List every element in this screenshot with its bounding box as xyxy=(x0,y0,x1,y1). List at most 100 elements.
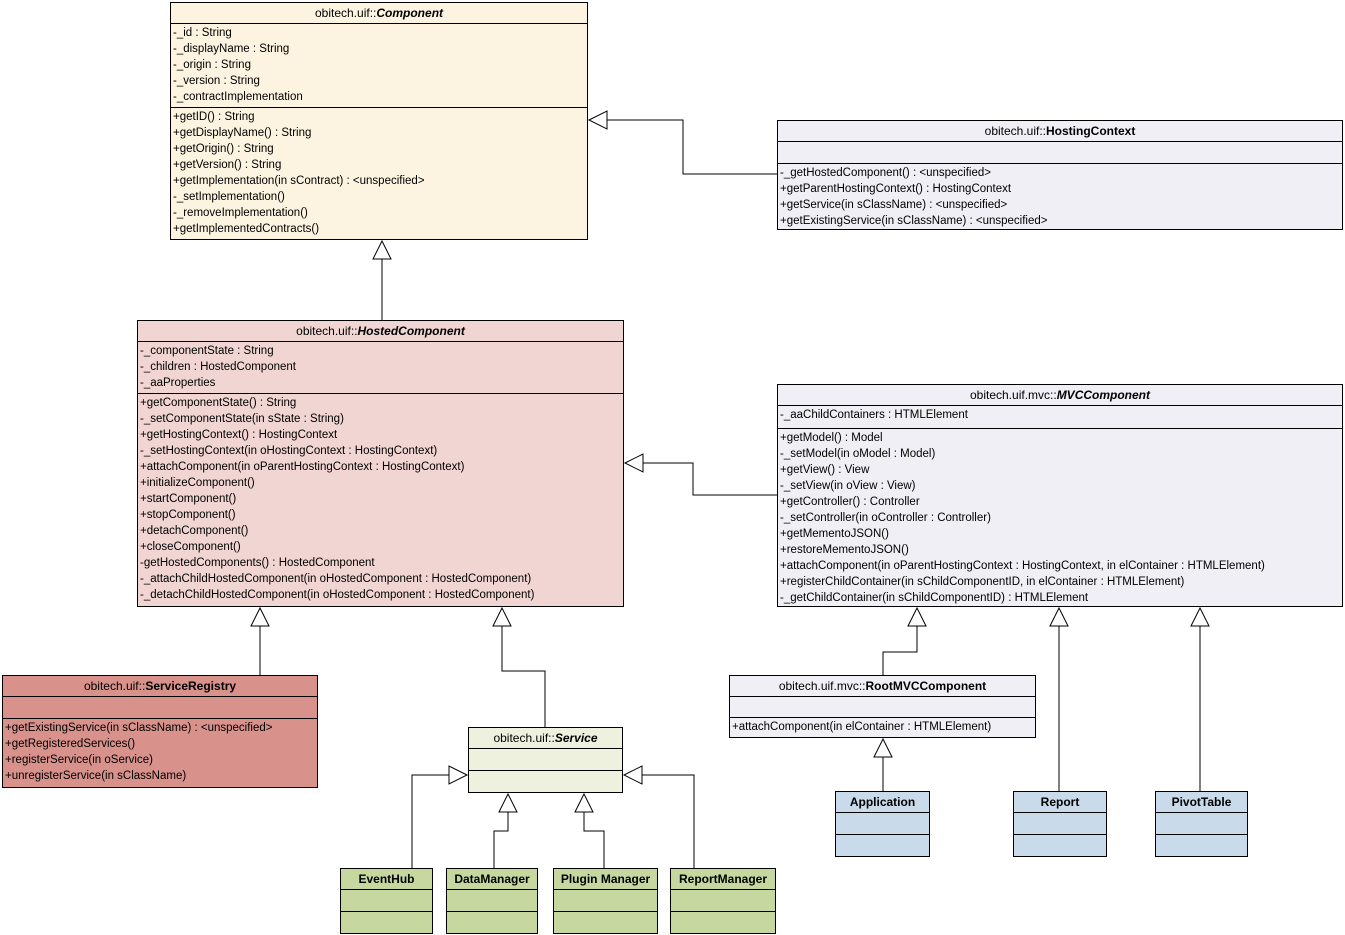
member-row: -_getChildContainer(in sChildComponentID… xyxy=(780,592,1089,604)
edge-eventhub-service xyxy=(411,774,449,868)
member-row: +getExistingService(in sClassName) : <un… xyxy=(780,215,1048,227)
member-row: +startComponent() xyxy=(140,493,237,505)
member-row: +getImplementedContracts() xyxy=(173,223,320,235)
class-methods xyxy=(341,912,432,933)
member-row: +initializeComponent() xyxy=(140,477,255,489)
class-name: MVCComponent xyxy=(1056,388,1151,402)
class-reportmanager[interactable]: ReportManager xyxy=(670,868,776,934)
member-row: -_setView(in oView : View) xyxy=(780,480,916,492)
member-row: +getHostingContext() : HostingContext xyxy=(140,429,338,441)
class-title: DataManager xyxy=(447,869,537,890)
class-name: EventHub xyxy=(358,872,415,886)
class-report[interactable]: Report xyxy=(1013,791,1107,857)
class-methods: +attachComponent(in elContainer : HTMLEl… xyxy=(730,718,1035,737)
class-name: Application xyxy=(849,795,916,809)
member-row: -_displayName : String xyxy=(173,43,290,55)
member-row: +getOrigin() : String xyxy=(173,143,274,155)
class-attributes xyxy=(671,890,775,912)
member-row: +unregisterService(in sClassName) xyxy=(5,770,187,782)
class-attributes xyxy=(836,813,929,835)
class-serviceregistry[interactable]: obitech.uif::ServiceRegistry +getExistin… xyxy=(2,675,318,788)
member-row: +stopComponent() xyxy=(140,509,236,521)
member-row: +detachComponent() xyxy=(140,525,249,537)
class-name: Service xyxy=(554,731,598,745)
class-hostedcomponent[interactable]: obitech.uif::HostedComponent -_component… xyxy=(137,320,624,607)
class-title: obitech.uif::HostingContext xyxy=(778,121,1342,142)
member-row: -_setModel(in oModel : Model) xyxy=(780,448,936,460)
member-row: +getParentHostingContext() : HostingCont… xyxy=(780,183,1012,195)
edge-datamanager-service xyxy=(493,812,509,868)
edge-service-hostedcomponent xyxy=(501,626,546,727)
generalization-arrow-icon xyxy=(372,239,392,260)
class-rootmvccomponent[interactable]: obitech.uif.mvc::RootMVCComponent +attac… xyxy=(729,675,1036,738)
generalization-arrow-icon xyxy=(623,453,644,473)
class-application[interactable]: Application xyxy=(835,791,930,857)
member-row: -_id : String xyxy=(173,27,232,39)
class-attributes xyxy=(730,697,1035,718)
generalization-arrow-icon xyxy=(250,606,270,627)
class-datamanager[interactable]: DataManager xyxy=(446,868,538,934)
class-title: Plugin Manager xyxy=(554,869,657,890)
class-title: obitech.uif.mvc::RootMVCComponent xyxy=(730,676,1035,697)
edge-rootmvc-mvccomponent xyxy=(882,626,918,675)
class-component[interactable]: obitech.uif::Component -_id : String-_di… xyxy=(170,2,588,240)
class-name: HostedComponent xyxy=(357,324,465,338)
member-row: -_aaChildContainers : HTMLElement xyxy=(780,409,968,421)
member-row: -_children : HostedComponent xyxy=(140,361,296,373)
edge-mvccomponent-hostedcomponent xyxy=(643,462,777,496)
member-row: -getHostedComponents() : HostedComponent xyxy=(140,557,375,569)
class-methods xyxy=(447,912,537,933)
class-attributes: -_aaChildContainers : HTMLElement xyxy=(778,406,1342,429)
member-row: +getModel() : Model xyxy=(780,432,883,444)
class-package: obitech.uif.mvc:: xyxy=(778,679,866,693)
class-mvccomponent[interactable]: obitech.uif.mvc::MVCComponent -_aaChildC… xyxy=(777,384,1343,607)
class-title: Report xyxy=(1014,792,1106,813)
class-methods: +getModel() : Model -_setModel(in oModel … xyxy=(778,429,1342,606)
class-title: obitech.uif.mvc::MVCComponent xyxy=(778,385,1342,406)
class-title: obitech.uif::Component xyxy=(171,3,587,24)
class-attributes xyxy=(1014,813,1106,835)
class-methods: -_getHostedComponent() : <unspecified>+g… xyxy=(778,164,1342,229)
edge-hostingcontext-component xyxy=(607,119,777,175)
class-name: RootMVCComponent xyxy=(865,679,987,693)
member-row: +getView() : View xyxy=(780,464,870,476)
class-pluginmanager[interactable]: Plugin Manager xyxy=(553,868,658,934)
member-row: +getDisplayName() : String xyxy=(173,127,312,139)
class-attributes xyxy=(778,142,1342,164)
class-attributes xyxy=(469,749,622,771)
generalization-arrow-icon xyxy=(907,606,927,627)
member-row: +registerService(in oService) xyxy=(5,754,153,766)
generalization-arrow-icon xyxy=(1190,606,1210,627)
generalization-arrow-icon xyxy=(574,792,594,813)
member-row: -_attachChildHostedComponent(in oHostedC… xyxy=(140,573,532,585)
generalization-arrow-icon xyxy=(498,792,518,813)
class-eventhub[interactable]: EventHub xyxy=(340,868,433,934)
class-methods xyxy=(469,771,622,792)
class-name: ReportManager xyxy=(678,872,767,886)
class-service[interactable]: obitech.uif::Service xyxy=(468,727,623,793)
member-row: -_setComponentState(in sState : String) xyxy=(140,413,344,425)
member-row: +closeComponent() xyxy=(140,541,241,553)
member-row: -_setController(in oController : Control… xyxy=(780,512,991,524)
class-package: obitech.uif:: xyxy=(314,6,377,20)
class-package: obitech.uif:: xyxy=(984,124,1047,138)
class-hostingcontext[interactable]: obitech.uif::HostingContext -_getHostedC… xyxy=(777,120,1343,230)
class-name: Component xyxy=(376,6,444,20)
class-attributes: -_componentState : String-_children : Ho… xyxy=(138,342,623,394)
class-title: Application xyxy=(836,792,929,813)
member-row: -_aaProperties xyxy=(140,377,216,389)
member-row: -_setHostingContext(in oHostingContext :… xyxy=(140,445,438,457)
class-methods xyxy=(671,912,775,933)
class-methods: +getID() : String+getDisplayName() : Str… xyxy=(171,108,587,239)
generalization-arrow-icon xyxy=(492,606,512,627)
class-methods xyxy=(836,835,929,856)
class-pivottable[interactable]: PivotTable xyxy=(1155,791,1248,857)
class-methods xyxy=(1014,835,1106,856)
member-row: +registerChildContainer(in sChildCompone… xyxy=(780,576,1185,588)
class-name: ServiceRegistry xyxy=(145,679,237,693)
member-row: +getImplementation(in sContract) : <unsp… xyxy=(173,175,425,187)
class-title: obitech.uif::ServiceRegistry xyxy=(3,676,317,697)
generalization-arrow-icon xyxy=(1049,606,1069,627)
